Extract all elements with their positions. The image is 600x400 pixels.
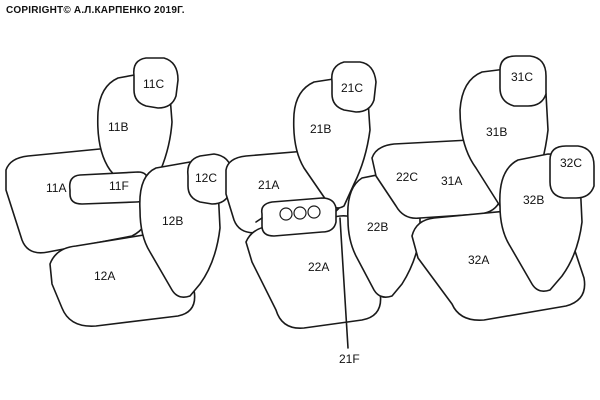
copyright-text: COPIRIGHT© А.Л.КАРПЕНКО 2019Г.: [6, 5, 185, 16]
label-11A: 11A: [46, 181, 66, 195]
seat-group-1: [5, 57, 233, 327]
label-32B: 32B: [523, 193, 544, 207]
label-22B: 22B: [367, 220, 388, 234]
label-31B: 31B: [486, 125, 507, 139]
label-21B: 21B: [310, 122, 331, 136]
label-21F: 21F: [339, 352, 360, 366]
label-11F: 11F: [109, 179, 129, 193]
label-22A: 22A: [308, 260, 329, 274]
seat-part-21F: [255, 197, 337, 237]
label-22C: 22C: [396, 170, 418, 184]
label-11C: 11C: [143, 77, 164, 91]
label-21A: 21A: [258, 178, 279, 192]
seat-part-31C: [499, 55, 547, 107]
seat-part-21C: [330, 61, 377, 113]
label-32A: 32A: [468, 253, 489, 267]
seat-part-11C: [132, 57, 179, 109]
label-12B: 12B: [162, 214, 183, 228]
label-31A: 31A: [441, 174, 462, 188]
label-21C: 21C: [341, 81, 363, 95]
label-31C: 31C: [511, 70, 533, 84]
label-12A: 12A: [94, 269, 115, 283]
label-11B: 11B: [108, 120, 128, 134]
label-12C: 12C: [195, 171, 217, 185]
seat-part-32C: [549, 145, 595, 199]
seat-group-3: [371, 55, 595, 321]
label-32C: 32C: [560, 156, 582, 170]
leader-line-21F: [339, 217, 349, 349]
